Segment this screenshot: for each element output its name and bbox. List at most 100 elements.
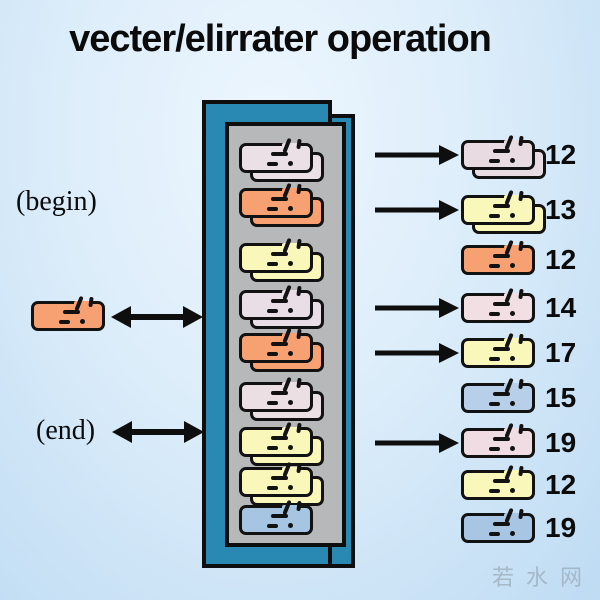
output-cell — [461, 422, 535, 458]
border-gap — [504, 293, 521, 299]
vector-cell — [239, 182, 324, 227]
begin-arrow — [111, 304, 203, 330]
tick-mark-icon — [88, 296, 94, 308]
vector-cell — [239, 421, 324, 466]
dash-icon — [489, 214, 500, 218]
dash-icon — [59, 320, 70, 324]
dash-icon — [63, 310, 80, 314]
tick-mark-icon — [296, 285, 302, 297]
border-gap — [282, 382, 299, 388]
border-gap — [504, 513, 521, 519]
watermark: 若水网 — [492, 565, 595, 590]
tick-mark-icon — [296, 183, 302, 195]
dash-icon — [489, 532, 500, 536]
dash-icon — [267, 162, 278, 166]
cell-face — [239, 327, 313, 363]
output-arrow — [375, 343, 459, 363]
dash-icon — [493, 437, 510, 441]
tick-mark-icon — [518, 288, 524, 300]
dash-icon — [267, 352, 278, 356]
vector-cell — [239, 284, 324, 329]
dot-icon — [510, 213, 515, 218]
cell-face — [461, 239, 535, 275]
tick-mark-icon — [296, 500, 302, 512]
cell-face — [31, 295, 105, 331]
dash-icon — [271, 391, 288, 395]
cell-face — [239, 421, 313, 457]
dot-icon — [288, 206, 293, 211]
tick-mark-icon — [296, 138, 302, 150]
cell-face — [239, 137, 313, 173]
dash-icon — [271, 252, 288, 256]
output-cell — [461, 134, 546, 179]
border-gap — [504, 245, 521, 251]
dot-icon — [288, 161, 293, 166]
output-value: 19 — [545, 427, 577, 458]
dash-icon — [489, 159, 500, 163]
dash-icon — [493, 302, 510, 306]
dash-icon — [267, 207, 278, 211]
dash-icon — [267, 262, 278, 266]
begin-label: (begin) — [16, 186, 97, 217]
vector-cell — [239, 327, 324, 372]
output-cell — [461, 189, 546, 234]
output-value: 12 — [545, 469, 577, 500]
output-value: 15 — [545, 382, 577, 413]
output-value: 12 — [545, 244, 577, 275]
tick-mark-icon — [518, 190, 524, 202]
output-value: 19 — [545, 512, 577, 543]
output-arrow — [375, 145, 459, 165]
cell-face — [461, 464, 535, 500]
cell-face — [461, 134, 535, 170]
output-cell — [461, 464, 535, 500]
border-gap — [504, 428, 521, 434]
dot-icon — [510, 158, 515, 163]
border-gap — [282, 290, 299, 296]
output-cell — [461, 239, 535, 275]
output-cell — [461, 377, 535, 413]
dash-icon — [267, 524, 278, 528]
dot-icon — [510, 311, 515, 316]
dash-icon — [271, 299, 288, 303]
dot-icon — [288, 400, 293, 405]
cell-face — [239, 284, 313, 320]
border-gap — [282, 243, 299, 249]
tick-mark-icon — [296, 328, 302, 340]
cell-face — [461, 377, 535, 413]
cell-face — [461, 189, 535, 225]
border-gap — [282, 467, 299, 473]
border-gap — [282, 143, 299, 149]
border-gap — [504, 195, 521, 201]
dash-icon — [493, 254, 510, 258]
tick-mark-icon — [296, 422, 302, 434]
begin-iterator-cell — [31, 295, 105, 331]
output-value: 14 — [545, 292, 577, 323]
dash-icon — [489, 447, 500, 451]
dot-icon — [510, 263, 515, 268]
dash-icon — [271, 152, 288, 156]
vector-cell — [239, 376, 324, 421]
cell-face — [239, 182, 313, 218]
cell-face — [461, 507, 535, 543]
border-gap — [504, 338, 521, 344]
dash-icon — [489, 402, 500, 406]
dot-icon — [510, 488, 515, 493]
dash-icon — [271, 342, 288, 346]
dash-icon — [271, 476, 288, 480]
tick-mark-icon — [518, 465, 524, 477]
border-gap — [504, 470, 521, 476]
dot-icon — [288, 351, 293, 356]
tick-mark-icon — [518, 423, 524, 435]
dot-icon — [288, 261, 293, 266]
border-gap — [504, 383, 521, 389]
output-cell — [461, 332, 535, 368]
tick-mark-icon — [518, 508, 524, 520]
output-cell — [461, 507, 535, 543]
border-gap — [282, 333, 299, 339]
dot-icon — [80, 319, 85, 324]
tick-mark-icon — [518, 135, 524, 147]
dot-icon — [288, 485, 293, 490]
dash-icon — [493, 522, 510, 526]
output-value: 17 — [545, 337, 577, 368]
